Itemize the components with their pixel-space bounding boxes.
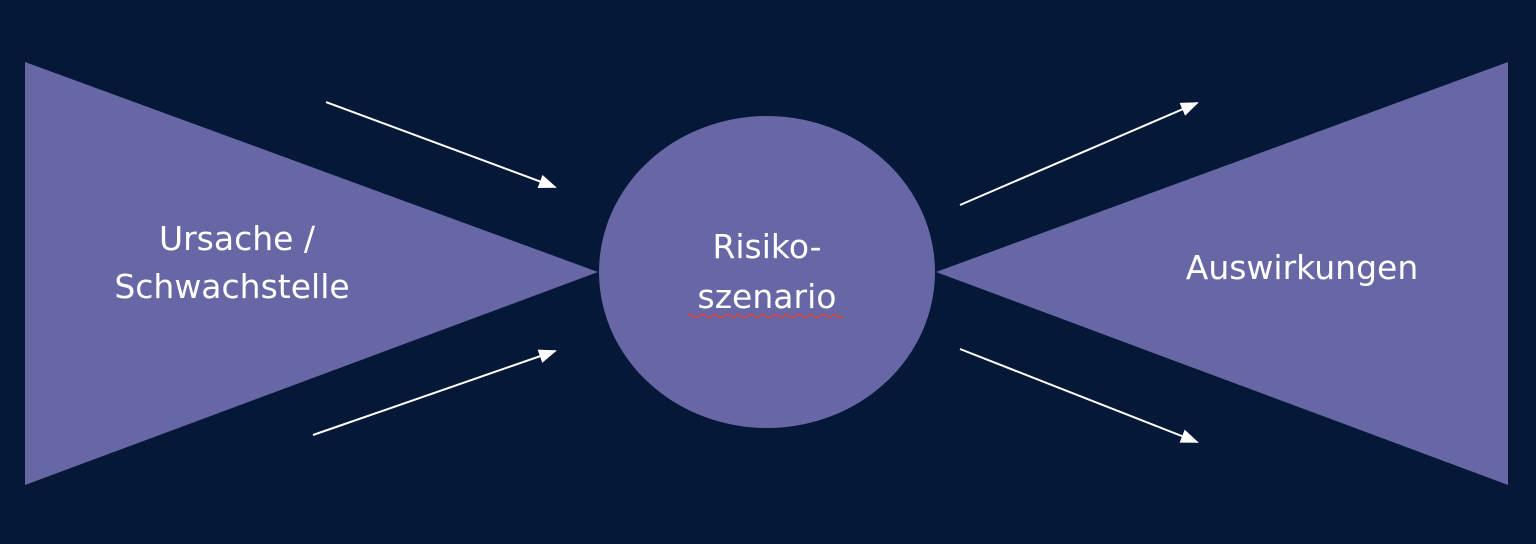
arrow-impact-top [959,102,1199,206]
risk-label-line1: Risiko- [712,227,821,266]
cause-triangle [25,62,598,485]
cause-label-line1: Ursache / [159,219,316,258]
impact-label: Auswirkungen [1186,248,1419,287]
impact-triangle [936,62,1508,485]
arrow-cause-bottom [312,349,557,436]
risk-scenario-circle [599,116,935,428]
arrow-cause-top [325,101,557,188]
spellcheck-underline [687,313,845,319]
arrow-impact-bottom [959,348,1199,443]
cause-label-line2: Schwachstelle [114,267,349,306]
risk-label-line2: szenario [698,277,837,316]
